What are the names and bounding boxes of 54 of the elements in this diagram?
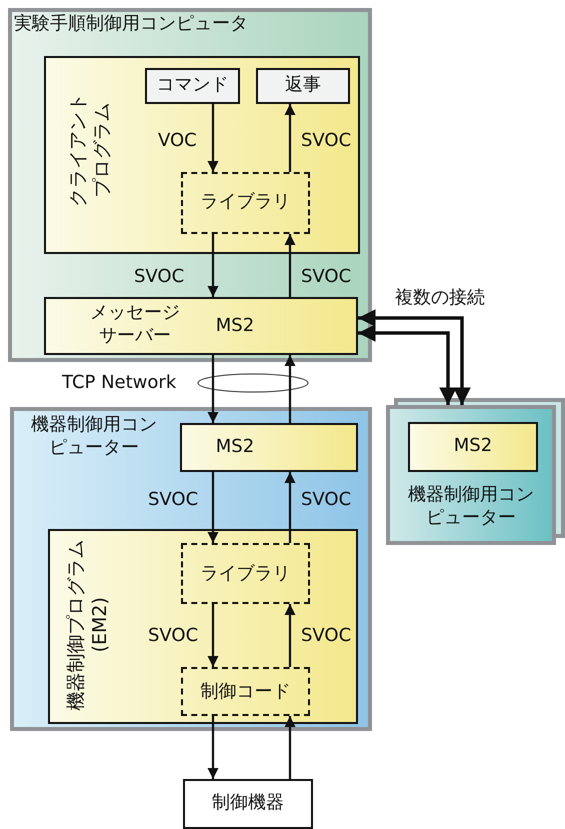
network-ring	[198, 374, 308, 392]
edge-label: SVOC	[147, 625, 200, 646]
server-label: メッセージサーバー	[89, 302, 181, 347]
arrow	[284, 472, 296, 543]
program-label: クライアントプログラム	[66, 92, 113, 209]
box-label: 制御コード	[200, 681, 292, 704]
server-name: MS2	[214, 315, 256, 338]
panel-title: 機器制御用コンピューター	[30, 414, 158, 459]
arrow	[208, 716, 218, 779]
arrow	[208, 234, 218, 297]
arrow	[208, 604, 218, 667]
server-name: MS2	[452, 435, 494, 458]
box-label: 制御機器	[211, 792, 285, 814]
arrow	[208, 104, 218, 172]
computer-panel	[8, 8, 372, 362]
edge-label: SVOC	[300, 625, 352, 646]
computer-panel	[386, 405, 556, 545]
device-box	[183, 779, 313, 829]
box-label: ライブラリ	[200, 563, 292, 586]
arrow	[358, 309, 471, 405]
edge-label: SVOC	[147, 489, 200, 510]
library-box	[181, 172, 310, 234]
arrow	[284, 104, 296, 172]
program-box	[48, 529, 358, 724]
arrow	[284, 234, 296, 297]
server-name: MS2	[214, 436, 256, 458]
arrow	[284, 604, 296, 667]
box-label: コマンド	[156, 74, 230, 96]
edge-label: SVOC	[300, 266, 352, 287]
server-box	[408, 422, 538, 472]
code-box	[181, 667, 310, 716]
note-label: 複数の接続	[394, 286, 486, 309]
edge-label: VOC	[157, 130, 198, 151]
box-label: ライブラリ	[200, 191, 292, 214]
arrow	[208, 472, 218, 543]
network-label: TCP Network	[61, 372, 178, 393]
arrow	[284, 716, 296, 779]
edge-label: SVOC	[300, 130, 352, 151]
server-box	[180, 423, 358, 472]
command-box	[145, 68, 240, 104]
reply-box	[256, 68, 350, 104]
arrow	[284, 355, 296, 423]
edge-label: SVOC	[300, 489, 352, 510]
program-box	[44, 56, 360, 254]
panel-title: 機器制御用コンピューター	[407, 484, 535, 529]
box-label: 返事	[284, 74, 322, 96]
edge-label: SVOC	[133, 266, 186, 287]
program-label: 機器制御プログラム (EM2)	[64, 538, 111, 712]
library-box	[181, 543, 310, 604]
computer-panel	[10, 407, 372, 731]
arrow	[358, 324, 457, 405]
server-box	[44, 297, 358, 355]
panel-title: 実験手順制御用コンピュータ	[14, 13, 249, 36]
arrow	[208, 355, 218, 423]
